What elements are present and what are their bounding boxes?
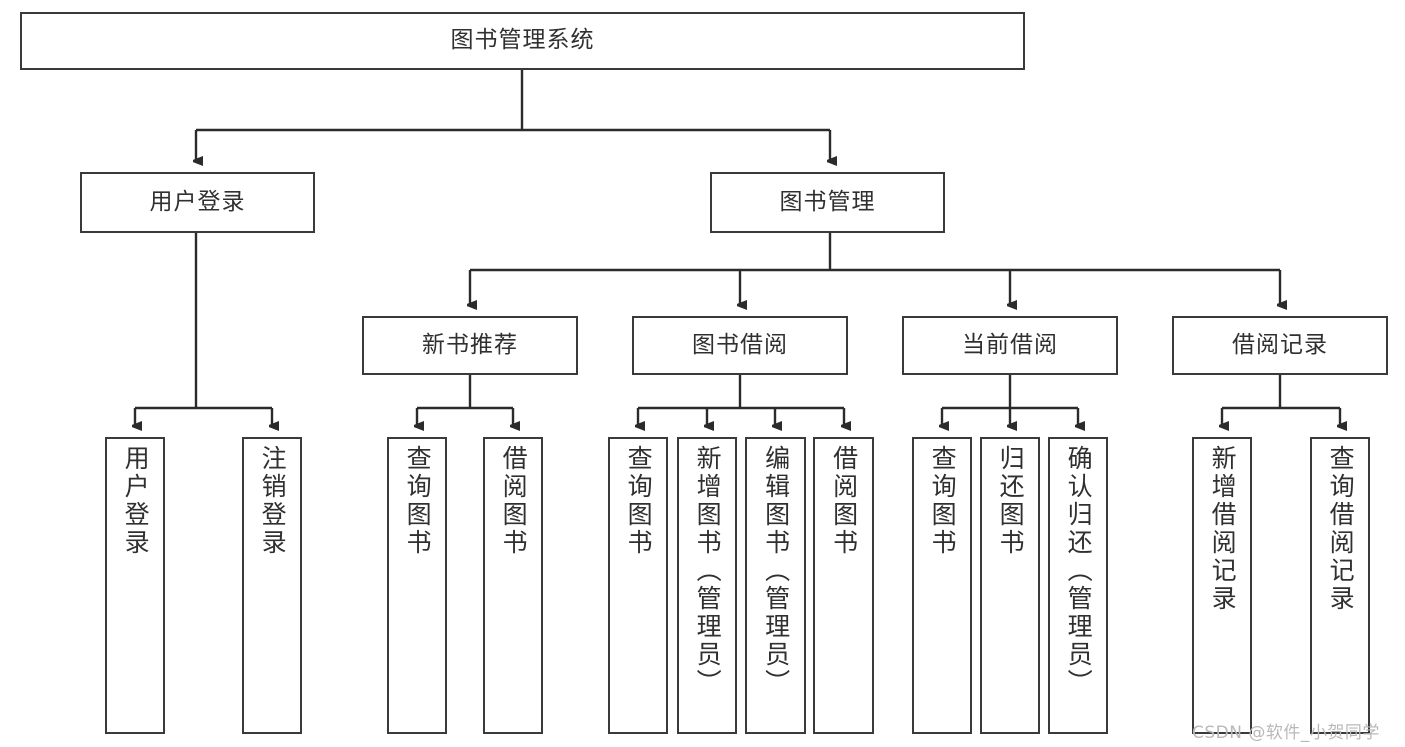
node-new-book-recommend[interactable]: 新书推荐: [362, 316, 578, 375]
node-leaf-logout[interactable]: 注销登录: [242, 437, 302, 734]
node-label: 查询图书: [928, 445, 958, 557]
node-book-borrow[interactable]: 图书借阅: [632, 316, 848, 375]
node-label: 图书借阅: [692, 331, 788, 358]
node-label: 查询图书: [624, 445, 654, 557]
node-leaf-edit-book-admin[interactable]: 编辑图书（管理员）: [745, 437, 806, 734]
node-label: 查询图书: [403, 445, 433, 557]
node-label: 借阅图书: [829, 445, 859, 557]
node-borrow-record[interactable]: 借阅记录: [1172, 316, 1388, 375]
node-leaf-borrow-book[interactable]: 借阅图书: [813, 437, 874, 734]
csdn-watermark: CSDN @软件_小贺同学: [1192, 723, 1380, 743]
node-leaf-user-login[interactable]: 用户登录: [105, 437, 165, 734]
node-leaf-query-book-current[interactable]: 查询图书: [912, 437, 972, 734]
node-leaf-confirm-return-admin[interactable]: 确认归还（管理员）: [1048, 437, 1108, 734]
node-book-management[interactable]: 图书管理: [710, 172, 945, 233]
node-leaf-query-book-recommend[interactable]: 查询图书: [387, 437, 447, 734]
node-label: 新增借阅记录: [1208, 445, 1238, 613]
node-leaf-return-book[interactable]: 归还图书: [980, 437, 1040, 734]
node-user-login[interactable]: 用户登录: [80, 172, 315, 233]
node-label: 图书管理: [779, 188, 876, 215]
node-current-borrow[interactable]: 当前借阅: [902, 316, 1118, 375]
node-leaf-add-book-admin[interactable]: 新增图书（管理员）: [677, 437, 737, 734]
node-label: 注销登录: [258, 445, 288, 557]
node-label: 归还图书: [996, 445, 1026, 557]
node-leaf-borrow-book-recommend[interactable]: 借阅图书: [483, 437, 543, 734]
node-leaf-query-book-borrow[interactable]: 查询图书: [608, 437, 668, 734]
node-label: 借阅图书: [499, 445, 529, 557]
node-label: 图书管理系统: [450, 27, 595, 54]
node-label: 用户登录: [149, 188, 246, 215]
node-label: 确认归还（管理员）: [1064, 445, 1094, 697]
node-label: 编辑图书（管理员）: [761, 445, 791, 697]
node-root-book-management-system[interactable]: 图书管理系统: [20, 12, 1025, 70]
node-label: 用户登录: [121, 445, 151, 557]
node-leaf-query-borrow-record[interactable]: 查询借阅记录: [1310, 437, 1370, 734]
node-label: 借阅记录: [1232, 331, 1328, 358]
node-label: 查询借阅记录: [1326, 445, 1356, 613]
node-leaf-add-borrow-record[interactable]: 新增借阅记录: [1192, 437, 1252, 734]
node-label: 新书推荐: [422, 331, 518, 358]
node-label: 新增图书（管理员）: [693, 445, 723, 697]
node-label: 当前借阅: [962, 331, 1058, 358]
